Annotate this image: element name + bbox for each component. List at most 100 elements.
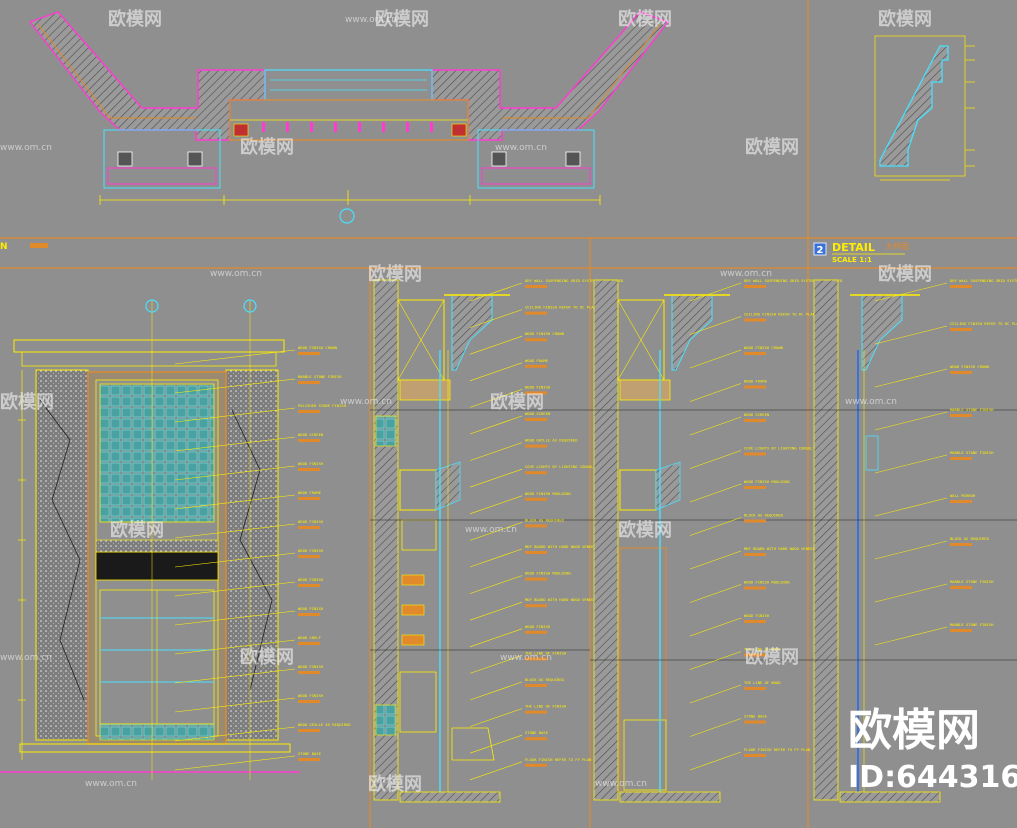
- annotation-text: DRY WALL SUSPENDING GRID SYSTEM AS REQUI…: [525, 278, 624, 283]
- annotation-leader: [469, 708, 523, 727]
- watermark-brand: 欧模网: [240, 646, 294, 668]
- watermark-url: www.om.cn: [0, 653, 52, 663]
- annotation-tag: [525, 710, 547, 714]
- plan-outline-right: [502, 23, 661, 119]
- section-d: [808, 279, 1017, 803]
- annotation-leader: [174, 465, 296, 481]
- annotation-text: MARBLE STONE FINISH: [950, 579, 994, 584]
- annotation-tag: [950, 414, 972, 417]
- annotation-tag: [744, 285, 766, 288]
- annotation-text: STONE BASE: [525, 730, 549, 735]
- annotation-tag: [744, 620, 766, 623]
- annotation-text: WOOD FINISH CROWN: [950, 364, 990, 369]
- annotation-leader: [469, 362, 523, 382]
- annotation-tag: [525, 311, 547, 315]
- annotation-tag: [525, 338, 547, 342]
- detail-number-badge: [813, 242, 827, 256]
- annotation-text: CEILING FINISH REFER TO RC PLAN: [525, 305, 597, 310]
- detail-number: 2: [817, 245, 824, 256]
- annotation-tag: [744, 352, 766, 355]
- annotation-leader: [689, 416, 742, 436]
- annotation-text: BLOCK AS REQUIRED: [525, 517, 565, 522]
- annotation-leader: [469, 522, 523, 541]
- annotation-tag: [298, 671, 320, 674]
- annotation-leader: [689, 617, 742, 637]
- annotation-leader: [689, 718, 742, 737]
- annotation-tag: [525, 577, 547, 581]
- annotation-tag: [298, 381, 320, 384]
- annotation-tag: [744, 385, 766, 389]
- annotation-tag: [744, 586, 766, 590]
- section-left-tag: N: [0, 242, 8, 252]
- annotation-leader: [689, 651, 742, 670]
- plan-dimension: [99, 190, 601, 205]
- annotation-text: WOOD FINISH: [525, 384, 551, 389]
- annotation-tag: [525, 391, 547, 395]
- annotation-leader: [469, 548, 523, 568]
- annotation-leader: [174, 668, 296, 684]
- annotation-tag: [950, 285, 972, 288]
- annotation-text: DRY WALL SUSPENDING GRID SYSTEM AS REQUI…: [950, 278, 1017, 283]
- annotation-text: THE LINE OF WOOD: [744, 680, 781, 685]
- annotation-tag: [744, 452, 766, 456]
- annotation-tag: [525, 630, 547, 634]
- watermark-brand: 欧模网: [368, 773, 422, 795]
- annotation-leader: [689, 684, 742, 704]
- annotation-leader: [469, 655, 523, 674]
- annotation-text: THE LINE OF FINISH: [525, 704, 567, 709]
- annotation-leader: [174, 581, 296, 597]
- marble-panel-left: [35, 369, 89, 741]
- annotation-tag: [298, 439, 320, 442]
- annotation-leader: [469, 495, 523, 515]
- annotation-leader: [174, 552, 296, 568]
- annotation-tag: [744, 553, 766, 556]
- annotation-leader: [874, 454, 948, 474]
- watermark-brand: 欧模网: [618, 8, 672, 30]
- annotation-tag: [525, 364, 547, 368]
- annotation-tag: [298, 497, 320, 500]
- watermark-url: www.om.cn: [720, 269, 772, 279]
- annotation-text: MDF BOARD WITH HARD WOOD VENEER FINISH: [525, 544, 613, 549]
- watermark-brand: 欧模网: [745, 646, 799, 668]
- annotation-leader: [689, 282, 742, 302]
- annotation-tag: [298, 468, 320, 471]
- annotation-tag: [744, 419, 766, 422]
- annotation-text: STONE BASE: [298, 751, 322, 756]
- annotation-text: WALL MIRROR: [950, 493, 976, 498]
- annotation-tag: [298, 526, 320, 529]
- annotation-text: WOOD FINISH CROWN: [744, 345, 784, 350]
- annotation-leader: [174, 349, 296, 365]
- section-c: [590, 279, 808, 803]
- cabinet-stone-band: [95, 551, 219, 581]
- annotation-leader: [469, 734, 523, 754]
- annotation-text: THE LINE OF FINISH: [525, 650, 567, 655]
- annotation-tag: [525, 524, 547, 528]
- annotation-tag: [744, 720, 766, 724]
- annotation-leader: [174, 610, 296, 626]
- plan-section-marker: [339, 208, 355, 224]
- annotation-text: WOOD FINISH: [298, 577, 324, 582]
- annotation-text: FLOOR FINISH REFER TO FF PLAN: [525, 757, 592, 762]
- watermark-url: www.om.cn: [340, 397, 392, 407]
- annotation-tag: [950, 457, 972, 460]
- annotation-text: WOOD FINISH: [525, 624, 551, 629]
- section-c-annotations: DRY WALL SUSPENDING GRID SYSTEM AS REQUI…: [689, 278, 843, 771]
- annotation-tag: [298, 642, 320, 645]
- annotation-leader: [874, 411, 948, 431]
- watermark-url: www.om.cn: [0, 143, 52, 153]
- annotation-tag: [525, 444, 547, 448]
- annotation-tag: [298, 613, 320, 616]
- annotation-leader: [689, 383, 742, 402]
- annotation-leader: [174, 755, 296, 771]
- brand-logo-id: ID:644316: [848, 760, 1017, 795]
- annotation-text: STONE BASE: [744, 714, 768, 719]
- annotation-text: POLISHED STONE FINISH: [298, 403, 347, 408]
- annotation-leader: [469, 628, 523, 648]
- annotation-text: WOOD FINISH: [298, 606, 324, 611]
- annotation-leader: [689, 450, 742, 469]
- brand-logo: 欧模网 ID:644316: [848, 705, 1017, 795]
- annotation-leader: [689, 316, 742, 335]
- annotation-tag: [744, 486, 766, 489]
- watermark-brand: 欧模网: [878, 263, 932, 285]
